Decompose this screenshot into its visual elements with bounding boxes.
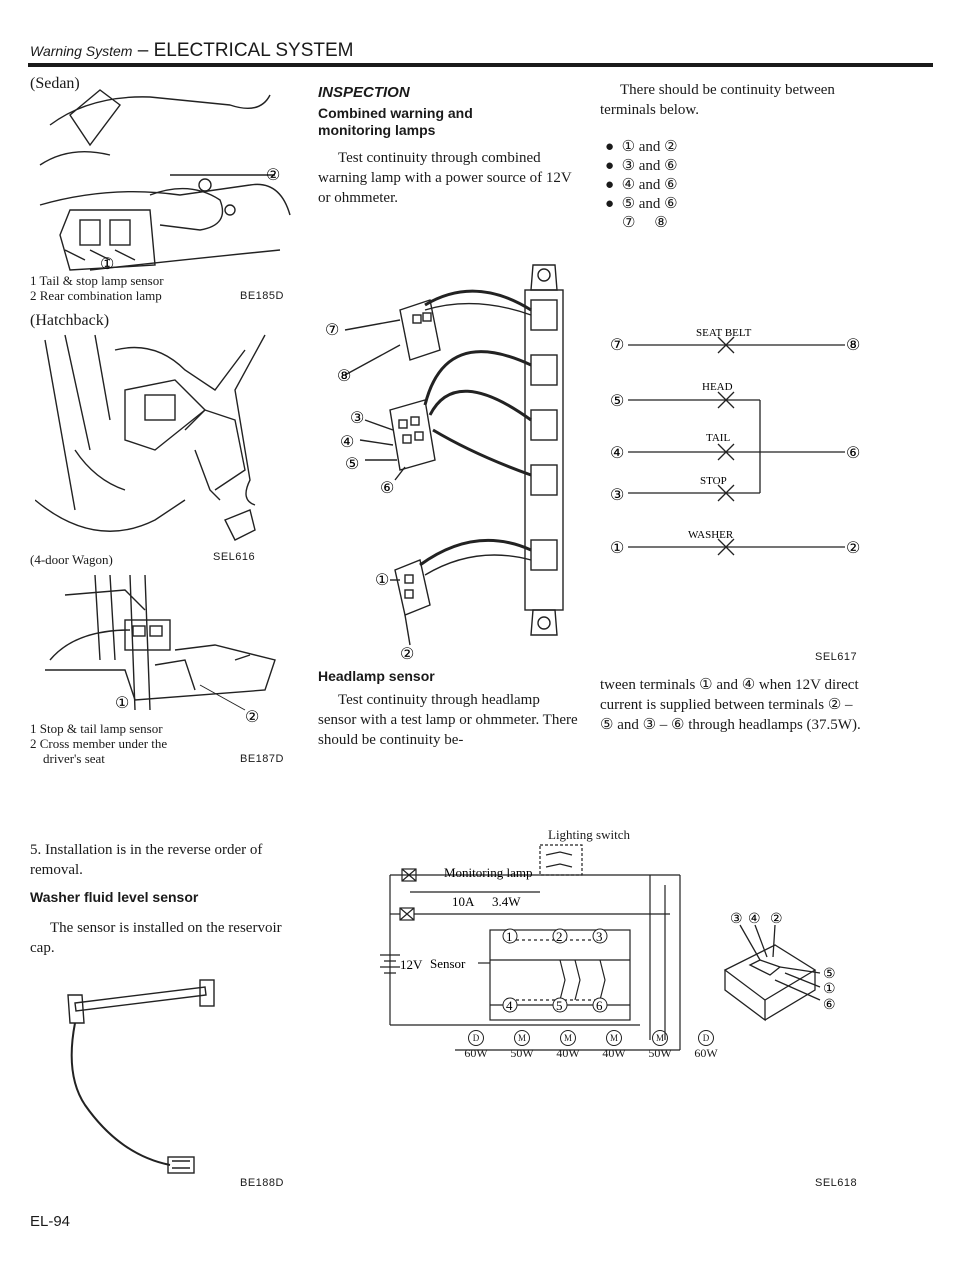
page-header: Warning System – ELECTRICAL SYSTEM xyxy=(30,40,353,62)
continuity-intro: There should be continuity between termi… xyxy=(600,82,835,118)
svg-text:②: ② xyxy=(400,646,414,660)
hatchback-figure-code: SEL616 xyxy=(213,551,256,563)
svg-text:②: ② xyxy=(846,540,860,557)
wagon-illustration: ① ② xyxy=(45,574,276,725)
pair-item-2: ● ③ and ⑥ xyxy=(605,158,678,174)
svg-text:⑤: ⑤ xyxy=(345,456,359,473)
svg-text:③: ③ xyxy=(610,487,624,504)
hatchback-label: (Hatchback) xyxy=(30,312,110,329)
svg-text:⑥: ⑥ xyxy=(380,480,394,497)
wagon-label: (4-door Wagon) xyxy=(30,552,113,567)
schematic-figure-code: SEL617 xyxy=(815,651,858,663)
header-dash: – xyxy=(132,40,154,61)
pair-item-4: ● ⑤ and ⑥ xyxy=(605,196,678,212)
wagon-legend-item-3: driver's seat xyxy=(30,751,105,766)
wagon-legend: 1 Stop & tail lamp sensor 2 Cross member… xyxy=(30,721,167,766)
label-tail: TAIL xyxy=(706,432,730,444)
headlamp-heading: Headlamp sensor xyxy=(318,668,435,684)
svg-text:⑥: ⑥ xyxy=(823,998,836,1013)
headlamp-wiring-diagram: 1 2 3 4 5 6 Monitoring lamp 10A 3.4W 12V… xyxy=(380,844,681,1051)
svg-text:③: ③ xyxy=(730,912,743,927)
wagon-figure-code: BE187D xyxy=(240,753,284,765)
combined-lamp-connector-illustration: ⑦ ⑧ ③ ④ ⑤ ⑥ ① ② xyxy=(325,264,564,660)
svg-text:④: ④ xyxy=(748,912,761,927)
page-number: EL-94 xyxy=(30,1213,71,1230)
sedan-legend-item-2: 2 Rear combination lamp xyxy=(30,288,162,303)
wagon-legend-item-1: 1 Stop & tail lamp sensor xyxy=(30,721,163,736)
svg-text:③: ③ xyxy=(350,410,364,427)
washer-figure-code: BE188D xyxy=(240,1177,284,1189)
svg-text:②: ② xyxy=(770,912,783,927)
pair-item-1: ● ① and ② xyxy=(605,139,678,155)
svg-text:⑤: ⑤ xyxy=(823,967,836,982)
header-section: ELECTRICAL SYSTEM xyxy=(153,40,354,61)
combined-lamps-text: Test continuity through combined warning… xyxy=(318,150,572,206)
battery-label: 12V xyxy=(400,957,423,972)
svg-text:2: 2 xyxy=(556,929,563,944)
washer-sensor-illustration xyxy=(67,979,215,1174)
continuity-pairs-list: ● ① and ② ● ③ and ⑥ ● ④ and ⑥ ● ⑤ and ⑥ … xyxy=(605,138,678,233)
combined-lamps-heading: Combined warning and monitoring lamps xyxy=(318,105,473,138)
svg-text:②: ② xyxy=(266,167,280,184)
fuse-label: 10A xyxy=(452,894,475,909)
sensor-label: Sensor xyxy=(430,956,466,971)
wiring-figure-code: SEL618 xyxy=(815,1177,858,1189)
sedan-legend: 1 Tail & stop lamp sensor 2 Rear combina… xyxy=(30,273,164,303)
sedan-label: (Sedan) xyxy=(30,75,80,92)
wagon-legend-item-2: 2 Cross member under the xyxy=(30,736,168,751)
label-head: HEAD xyxy=(702,381,733,393)
lighting-switch-label: Lighting switch xyxy=(548,827,630,842)
svg-text:6: 6 xyxy=(596,998,603,1013)
lamp-watt-label: 3.4W xyxy=(492,894,521,909)
sedan-figure-code: BE185D xyxy=(240,290,284,302)
svg-text:①: ① xyxy=(375,572,389,589)
hatchback-illustration xyxy=(35,334,266,541)
washer-heading: Washer fluid level sensor xyxy=(30,889,199,905)
svg-text:⑥: ⑥ xyxy=(846,445,860,462)
svg-text:②: ② xyxy=(245,709,259,725)
svg-text:4: 4 xyxy=(506,998,513,1013)
headlamp-text: Test continuity through headlamp sensor … xyxy=(318,692,578,748)
label-washer: WASHER xyxy=(688,529,734,541)
headlamp-text-continued: tween terminals ① and ④ when 12V direct … xyxy=(600,677,861,733)
svg-text:⑧: ⑧ xyxy=(337,368,351,385)
svg-text:⑦: ⑦ xyxy=(325,322,339,339)
pair-item-5: ⑦ ⑧ xyxy=(622,215,668,231)
svg-text:⑦: ⑦ xyxy=(610,337,624,354)
svg-text:①: ① xyxy=(100,256,114,273)
svg-text:⑧: ⑧ xyxy=(846,337,860,354)
step-5-text: 5. Installation is in the reverse order … xyxy=(30,842,263,878)
monitoring-lamp-label: Monitoring lamp xyxy=(444,865,532,880)
inspection-title: INSPECTION xyxy=(318,84,410,101)
svg-text:①: ① xyxy=(115,695,129,712)
label-seat-belt: SEAT BELT xyxy=(696,327,752,339)
svg-text:⑤: ⑤ xyxy=(610,393,624,410)
label-stop: STOP xyxy=(700,475,727,487)
header-subsection: Warning System xyxy=(30,43,133,59)
svg-text:5: 5 xyxy=(556,998,563,1013)
warning-lamp-schematic: ⑦ ⑧ ⑤ ④ ⑥ ③ ① ② SEAT BELT HEAD TAIL STOP WA… xyxy=(610,327,860,557)
svg-text:3: 3 xyxy=(596,929,603,944)
washer-text: The sensor is installed on the reservoir… xyxy=(30,920,282,956)
svg-text:①: ① xyxy=(610,540,624,557)
sedan-illustration: ② ① xyxy=(39,89,291,273)
header-rule xyxy=(28,63,933,67)
svg-text:④: ④ xyxy=(610,445,624,462)
sedan-legend-item-1: 1 Tail & stop lamp sensor xyxy=(30,273,164,288)
svg-text:1: 1 xyxy=(506,929,513,944)
pair-item-3: ● ④ and ⑥ xyxy=(605,177,678,193)
svg-text:①: ① xyxy=(823,982,836,997)
svg-text:④: ④ xyxy=(340,434,354,451)
